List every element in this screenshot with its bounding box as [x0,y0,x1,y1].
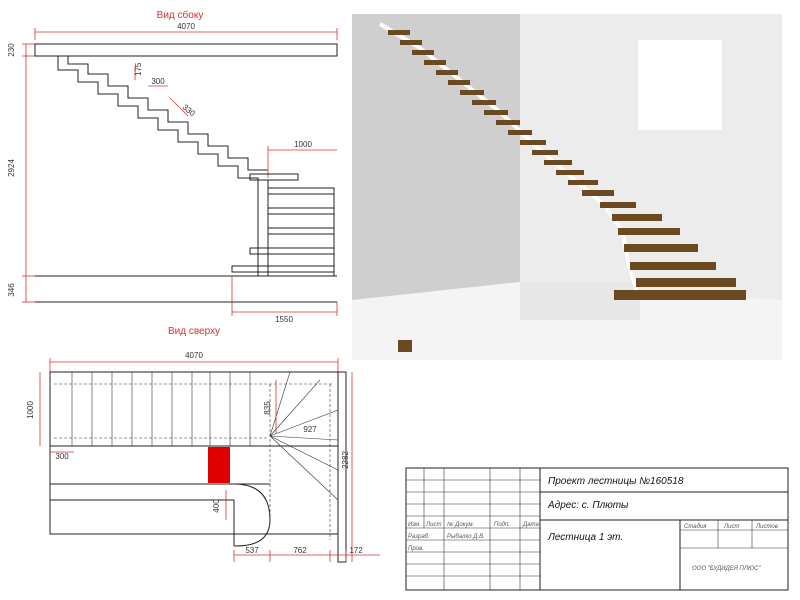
tread-lines-plan [71,372,251,446]
tb-col-data: Дата [522,522,539,528]
upper-slab [34,43,338,57]
top-view-title: Вид сверху [168,326,220,337]
dim-stringer: 330 [181,103,197,119]
dim-tread: 300 [151,77,165,86]
highlight-block [208,447,230,483]
dim-762: 762 [293,546,307,555]
upper-flight-plan [49,371,339,447]
tb-row-prov: Пров. [408,546,424,552]
dim-400: 400 [212,499,221,513]
dim-537: 537 [245,546,259,555]
tb-developer: Рыбалко Д.В. [447,534,485,540]
side-view: Вид сбоку 4070 230 2924 346 175 [7,9,338,324]
dim-2282: 2282 [341,451,350,469]
lower-flight-side [231,173,335,276]
title-block: Изм. Лист № Докум. Подп. Дата Разраб. Ры… [405,467,789,591]
winder-plan [269,371,339,501]
treads-3d [388,30,746,300]
dim-172: 172 [349,546,363,555]
stringer-upper [67,56,268,171]
tb-col-izm: Изм. [408,522,421,528]
render-3d [352,14,782,360]
tb-row-razrab: Разраб. [408,534,430,540]
dim-offset: 300 [55,452,69,461]
tb-address: Адрес: с. Плюты [547,500,629,511]
treads-side [68,63,228,147]
dim-height: 2924 [7,159,16,177]
dim-927: 927 [303,425,317,434]
dim-top-thickness: 230 [7,43,16,57]
tb-stage-stadia: Стадия [684,524,707,530]
dim-riser: 175 [134,62,143,76]
tb-company: ООО "БУДИДЕЯ ПЛЮС" [692,566,761,572]
tb-col-podp: Подп. [494,522,510,528]
stringer-lower [57,56,259,190]
side-view-title: Вид сбоку [157,9,204,21]
tb-project: Проект лестницы №160518 [548,476,684,487]
tb-stage-listov: Листов [755,524,778,530]
tb-col-list: Лист [425,522,441,528]
dim-width: 1000 [26,401,35,419]
dim-floor: 346 [7,283,16,297]
dim-overall-length: 4070 [177,22,195,31]
tb-stage-list: Лист [723,524,739,530]
top-view: Вид сверху 4070 1000 [26,326,380,563]
dim-landing: 1000 [294,140,312,149]
dim-835: 835 [263,401,272,415]
dim-top-overall: 4070 [185,351,203,360]
window-opening [638,40,722,130]
dim-base: 1550 [275,315,293,324]
tb-sheet-name: Лестница 1 эт. [547,532,623,543]
tb-col-ndok: № Докум. [447,521,474,528]
